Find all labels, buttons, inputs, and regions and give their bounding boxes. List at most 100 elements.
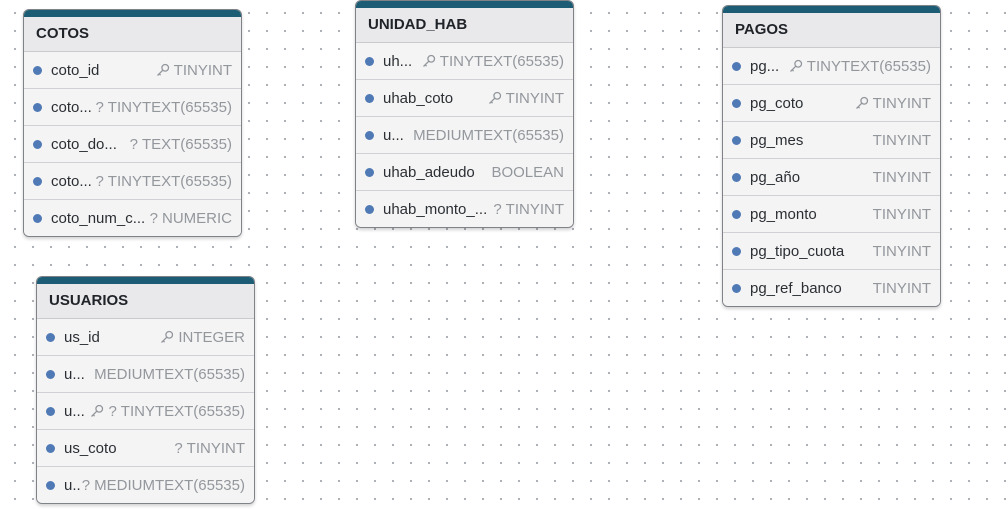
column-type-label: TINYINT [872,94,931,112]
key-icon [160,330,174,344]
column-row[interactable]: uhab_coto TINYINT [356,79,573,116]
column-name: us_coto [64,439,117,457]
column-row[interactable]: u...?TINYTEXT(65535) [37,392,254,429]
column-row[interactable]: coto_do...?TEXT(65535) [24,125,241,162]
column-type-label: TINYINT [505,89,564,107]
column-type-label: TINYINT [872,168,931,186]
column-row[interactable]: pg...TINYTEXT(65535) [723,48,940,84]
column-row[interactable]: uhab_adeudo BOOLEAN [356,153,573,190]
column-name: us_id [64,328,100,346]
column-dot-icon [33,65,42,75]
column-type-label: TEXT(65535) [141,135,232,153]
column-name: coto... [51,98,92,116]
column-type: MEDIUMTEXT(65535) [94,366,245,383]
column-type-label: MEDIUMTEXT(65535) [413,126,564,144]
column-name: coto_id [51,61,100,79]
column-name: pg_coto [750,94,804,112]
column-type-label: MEDIUMTEXT(65535) [94,476,245,494]
column-type-label: TINYINT [173,61,232,79]
column-dot-icon [46,369,55,379]
column-type-label: TINYINT [872,242,931,260]
column-row[interactable]: coto...?TINYTEXT(65535) [24,162,241,199]
column-name: pg_ref_banco [750,279,842,297]
column-type-label: TINYTEXT(65535) [107,98,232,116]
column-row[interactable]: u... MEDIUMTEXT(65535) [37,355,254,392]
column-dot-icon [46,406,55,416]
column-type-label: TINYTEXT(65535) [439,52,564,70]
column-name: pg_mes [750,131,804,149]
table-unidad-hab[interactable]: UNIDAD_HAB uh... TINYTEXT(65535) uhab_coto… [355,0,574,228]
column-type: ?TEXT(65535) [130,136,232,153]
table-usuarios[interactable]: USUARIOS us_id INTEGER u... MEDIUMTEXT(6553… [36,276,255,504]
nullable-marker: ? [493,200,502,218]
column-type-label: TINYINT [505,200,564,218]
key-icon [422,54,436,68]
column-row[interactable]: us_id INTEGER [37,319,254,355]
column-dot-icon [732,61,741,71]
column-row[interactable]: coto...?TINYTEXT(65535) [24,88,241,125]
column-type: TINYINT [873,243,931,260]
column-type-label: NUMERIC [162,209,232,227]
table-header-bar [24,10,241,17]
key-icon [156,63,170,77]
column-list: us_id INTEGER u... MEDIUMTEXT(65535) u...?TI… [37,319,254,503]
nullable-marker: ? [129,135,138,153]
column-row[interactable]: u...MEDIUMTEXT(65535) [356,116,573,153]
column-type: INTEGER [160,329,245,346]
column-row[interactable]: us_coto?TINYINT [37,429,254,466]
column-type-label: BOOLEAN [491,163,564,181]
column-name: uhab_adeudo [383,163,475,181]
column-row[interactable]: uh... TINYTEXT(65535) [356,43,573,79]
column-row[interactable]: uhab_monto_...?TINYINT [356,190,573,227]
column-row[interactable]: pg_mes TINYINT [723,121,940,158]
column-name: u... [64,365,85,383]
column-dot-icon [46,443,55,453]
column-type: ?MEDIUMTEXT(65535) [82,477,245,494]
column-type: TINYINT [488,90,564,107]
table-title[interactable]: UNIDAD_HAB [356,8,573,43]
column-type: TINYINT [855,95,931,112]
column-dot-icon [46,480,55,490]
column-dot-icon [732,209,741,219]
column-dot-icon [33,102,42,112]
key-icon [789,59,803,73]
column-row[interactable]: coto_num_c...?NUMERIC [24,199,241,236]
column-name: uh... [383,52,413,70]
column-row[interactable]: coto_id TINYINT [24,52,241,88]
column-dot-icon [732,98,741,108]
column-type: TINYINT [873,206,931,223]
column-dot-icon [732,135,741,145]
column-name: coto_do... [51,135,117,153]
column-name: coto_num_c... [51,209,146,227]
column-type: BOOLEAN [491,164,564,181]
key-icon [488,91,502,105]
column-dot-icon [732,172,741,182]
table-title[interactable]: COTOS [24,17,241,52]
column-type-label: MEDIUMTEXT(65535) [94,365,245,383]
column-row[interactable]: pg_coto TINYINT [723,84,940,121]
table-header-bar [723,6,940,13]
column-dot-icon [33,213,42,223]
column-row[interactable]: u..?MEDIUMTEXT(65535) [37,466,254,503]
table-title[interactable]: PAGOS [723,13,940,48]
table-header-bar [356,1,573,8]
column-name: uhab_monto_... [383,200,488,218]
column-type-label: TINYTEXT(65535) [120,402,245,420]
column-dot-icon [33,176,42,186]
column-dot-icon [365,204,374,214]
column-dot-icon [46,332,55,342]
column-name: uhab_coto [383,89,454,107]
column-type-label: TINYINT [872,131,931,149]
column-dot-icon [365,130,374,140]
column-type: TINYTEXT(65535) [422,53,564,70]
table-title[interactable]: USUARIOS [37,284,254,319]
column-type: ?TINYTEXT(65535) [95,99,232,116]
column-type: ?NUMERIC [150,210,232,227]
